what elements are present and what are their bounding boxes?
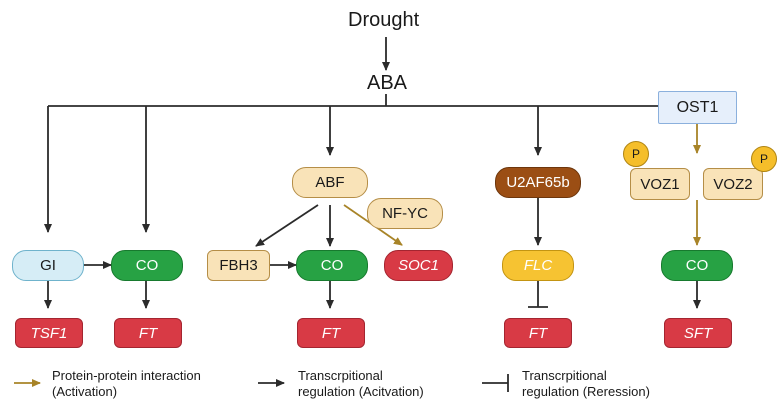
nfyc-node: NF-YC [367,198,443,229]
co-right-node: CO [661,250,733,281]
ft-mid-node: FT [297,318,365,348]
legend-repression-text: Transcrpitional regulation (Reression) [522,368,650,400]
flc-node: FLC [502,250,574,281]
drought-label: Drought [348,9,420,31]
phosphate-icon: P [751,146,777,172]
abf-to-fbh3-arrow [255,204,319,247]
abf-node: ABF [292,167,368,198]
legend-ppi-line1: Protein-protein interaction [52,368,201,383]
legend-activation-line1: Transcrpitional [298,368,383,383]
voz1-node: VOZ1 [630,168,690,200]
fbh3-node: FBH3 [207,250,270,281]
aba-label: ABA [367,72,408,94]
u2af65b-node: U2AF65b [495,167,581,198]
soc1-node: SOC1 [384,250,453,281]
legend-repression-line2: regulation (Reression) [522,384,650,399]
legend-repression-line1: Transcrpitional [522,368,607,383]
phosphate-icon: P [623,141,649,167]
ost1-box: OST1 [658,91,737,124]
voz2-node: VOZ2 [703,168,763,200]
ft-right-node: FT [504,318,572,348]
sft-node: SFT [664,318,732,348]
legend-ppi-text: Protein-protein interaction (Activation) [52,368,201,400]
gi-node: GI [12,250,84,281]
co-left-node: CO [111,250,183,281]
tsf1-node: TSF1 [15,318,83,348]
legend-activation-line2: regulation (Acitvation) [298,384,424,399]
co-mid-node: CO [296,250,368,281]
ft-left-node: FT [114,318,182,348]
legend-ppi-line2: (Activation) [52,384,118,399]
legend-activation-text: Transcrpitional regulation (Acitvation) [298,368,424,400]
